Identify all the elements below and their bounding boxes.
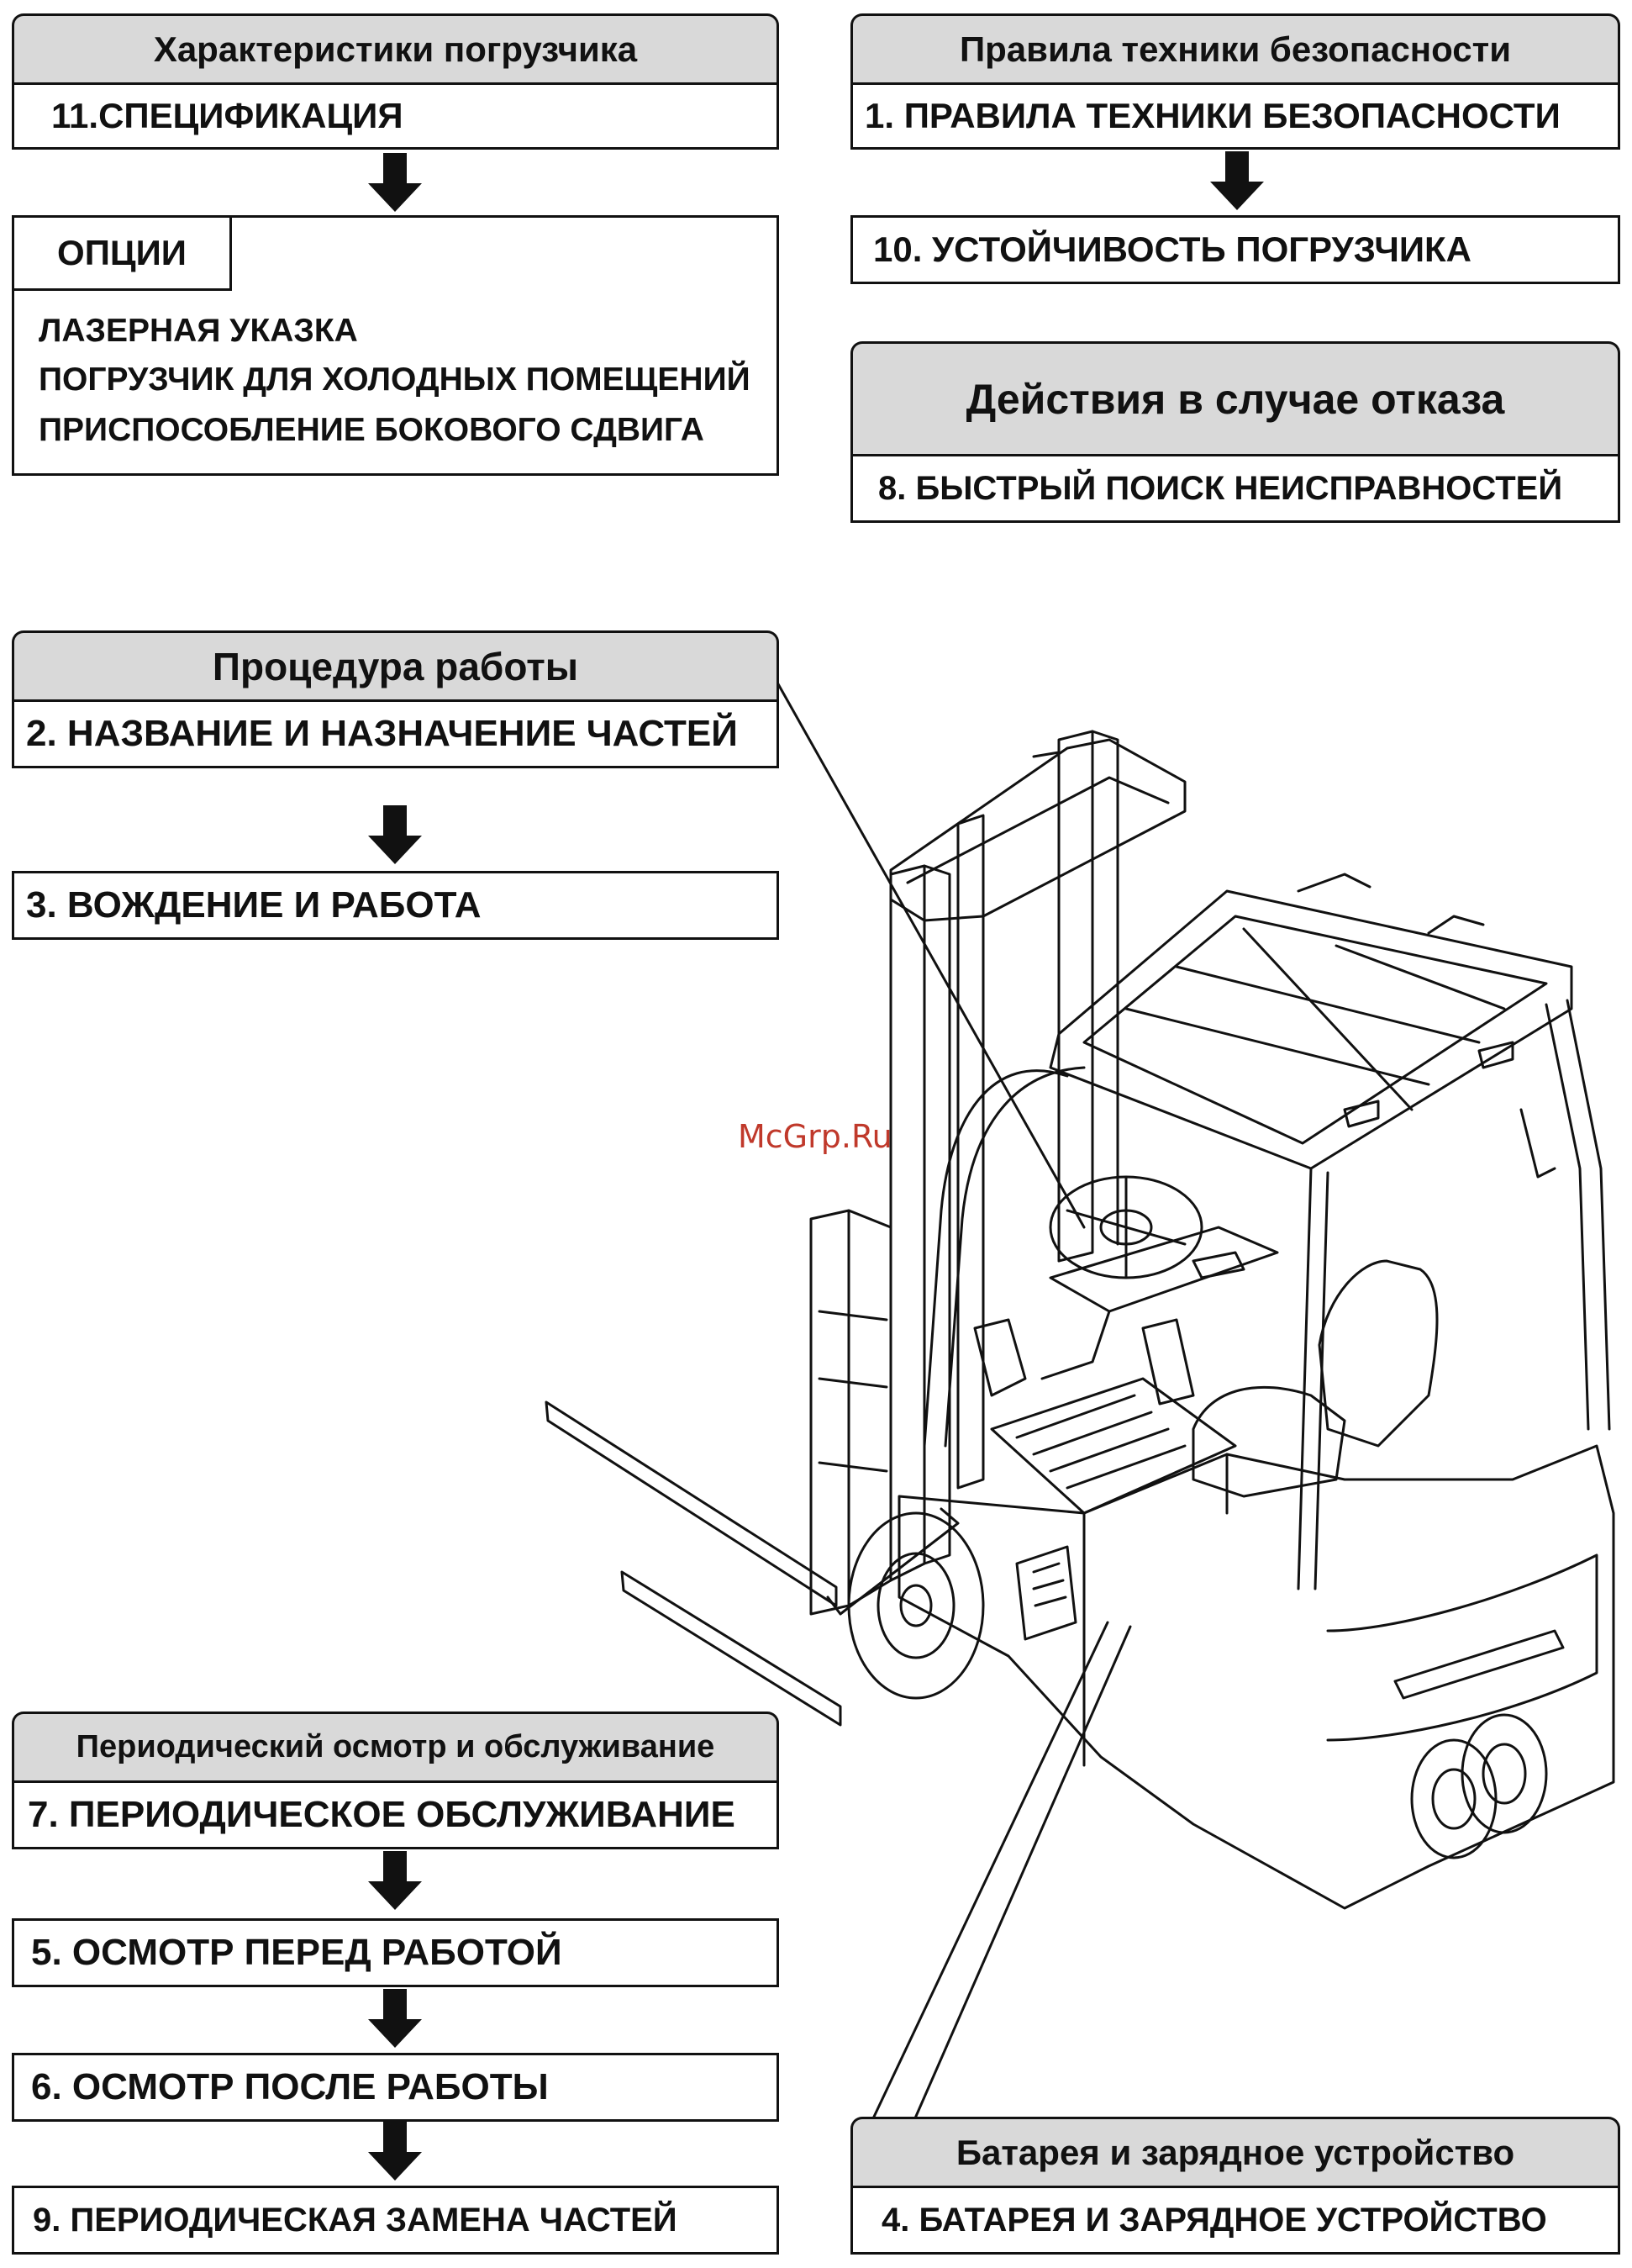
overhead-guard bbox=[923, 873, 1611, 1590]
failure-item[interactable]: 8. БЫСТРЫЙ ПОИСК НЕИСПРАВНОСТЕЙ bbox=[850, 454, 1620, 523]
maintenance-item-replacement-label: 9. ПЕРИОДИЧЕСКАЯ ЗАМЕНА ЧАСТЕЙ bbox=[33, 2201, 677, 2239]
maintenance-item-periodic-label: 7. ПЕРИОДИЧЕСКОЕ ОБСЛУЖИВАНИЕ bbox=[28, 1794, 735, 1835]
safety-section-header: Правила техники безопасности bbox=[850, 13, 1620, 82]
flow-arrow-maintenance-3 bbox=[368, 2122, 422, 2182]
failure-item-label: 8. БЫСТРЫЙ ПОИСК НЕИСПРАВНОСТЕЙ bbox=[878, 469, 1563, 507]
options-title-label: ОПЦИИ bbox=[57, 233, 187, 272]
battery-section-header: Батарея и зарядное устройство bbox=[850, 2117, 1620, 2186]
carriage bbox=[809, 1209, 892, 1616]
operation-section-header: Процедура работы bbox=[12, 630, 779, 699]
battery-item-label: 4. БАТАРЕЯ И ЗАРЯДНОЕ УСТРОЙСТВО bbox=[882, 2201, 1547, 2239]
maintenance-item-pre-check-label: 5. ОСМОТР ПЕРЕД РАБОТОЙ bbox=[31, 1932, 562, 1973]
failure-section-header-label: Действия в случае отказа bbox=[966, 375, 1505, 423]
operator-seat bbox=[1192, 1259, 1439, 1498]
safety-item-rules-label: 1. ПРАВИЛА ТЕХНИКИ БЕЗОПАСНОСТИ bbox=[865, 96, 1561, 135]
spec-section-header-label: Характеристики погрузчика bbox=[153, 29, 638, 69]
flow-arrow-operation bbox=[368, 805, 422, 866]
maintenance-item-pre-check[interactable]: 5. ОСМОТР ПЕРЕД РАБОТОЙ bbox=[12, 1918, 779, 1987]
maintenance-item-replacement[interactable]: 9. ПЕРИОДИЧЕСКАЯ ЗАМЕНА ЧАСТЕЙ bbox=[12, 2186, 779, 2255]
forks bbox=[545, 1400, 960, 1727]
chassis bbox=[898, 1444, 1615, 1910]
maintenance-item-post-check-label: 6. ОСМОТР ПОСЛЕ РАБОТЫ bbox=[31, 2066, 549, 2107]
maintenance-section-header-label: Периодический осмотр и обслуживание bbox=[76, 1729, 715, 1764]
mast bbox=[889, 730, 1187, 1582]
safety-item-stability[interactable]: 10. УСТОЙЧИВОСТЬ ПОГРУЗЧИКА bbox=[850, 215, 1620, 284]
options-title: ОПЦИИ bbox=[12, 215, 232, 291]
flow-arrow-maintenance-2 bbox=[368, 1989, 422, 2049]
option-item-side-shift[interactable]: ПРИСПОСОБЛЕНИЕ БОКОВОГО СДВИГА bbox=[39, 412, 704, 448]
leader-line-battery bbox=[872, 1621, 1109, 2118]
floor-plate bbox=[973, 1318, 1237, 1515]
operation-section-header-label: Процедура работы bbox=[212, 644, 579, 688]
spec-item-label: 11.СПЕЦИФИКАЦИЯ bbox=[51, 96, 403, 135]
flow-arrow-maintenance-1 bbox=[368, 1851, 422, 1912]
safety-item-rules[interactable]: 1. ПРАВИЛА ТЕХНИКИ БЕЗОПАСНОСТИ bbox=[850, 82, 1620, 150]
operation-item-driving-label: 3. ВОЖДЕНИЕ И РАБОТА bbox=[26, 884, 482, 926]
failure-section-header: Действия в случае отказа bbox=[850, 341, 1620, 454]
maintenance-section-header: Периодический осмотр и обслуживание bbox=[12, 1712, 779, 1780]
flow-arrow-spec bbox=[368, 153, 422, 214]
battery-item[interactable]: 4. БАТАРЕЯ И ЗАРЯДНОЕ УСТРОЙСТВО bbox=[850, 2186, 1620, 2255]
steering-area bbox=[1040, 1175, 1279, 1380]
spec-item[interactable]: 11.СПЕЦИФИКАЦИЯ bbox=[12, 82, 779, 150]
maintenance-item-periodic[interactable]: 7. ПЕРИОДИЧЕСКОЕ ОБСЛУЖИВАНИЕ bbox=[12, 1780, 779, 1849]
leader-line-operation bbox=[776, 681, 1086, 1229]
operation-item-parts-label: 2. НАЗВАНИЕ И НАЗНАЧЕНИЕ ЧАСТЕЙ bbox=[26, 713, 738, 754]
rear-wheels bbox=[1410, 1713, 1548, 1859]
option-item-cold-storage[interactable]: ПОГРУЗЧИК ДЛЯ ХОЛОДНЫХ ПОМЕЩЕНИЙ bbox=[39, 361, 750, 398]
watermark-text: McGrp.Ru bbox=[738, 1118, 892, 1155]
safety-item-stability-label: 10. УСТОЙЧИВОСТЬ ПОГРУЗЧИКА bbox=[873, 229, 1472, 269]
option-item-laser[interactable]: ЛАЗЕРНАЯ УКАЗКА bbox=[39, 313, 358, 349]
battery-section-header-label: Батарея и зарядное устройство bbox=[956, 2132, 1515, 2172]
safety-section-header-label: Правила техники безопасности bbox=[959, 29, 1512, 69]
flow-arrow-safety bbox=[1210, 151, 1264, 212]
operation-item-parts[interactable]: 2. НАЗВАНИЕ И НАЗНАЧЕНИЕ ЧАСТЕЙ bbox=[12, 699, 779, 768]
front-wheel bbox=[847, 1511, 985, 1700]
operation-item-driving[interactable]: 3. ВОЖДЕНИЕ И РАБОТА bbox=[12, 871, 779, 940]
leader-line-battery-2 bbox=[913, 1625, 1132, 2122]
spec-section-header: Характеристики погрузчика bbox=[12, 13, 779, 82]
maintenance-item-post-check[interactable]: 6. ОСМОТР ПОСЛЕ РАБОТЫ bbox=[12, 2053, 779, 2122]
